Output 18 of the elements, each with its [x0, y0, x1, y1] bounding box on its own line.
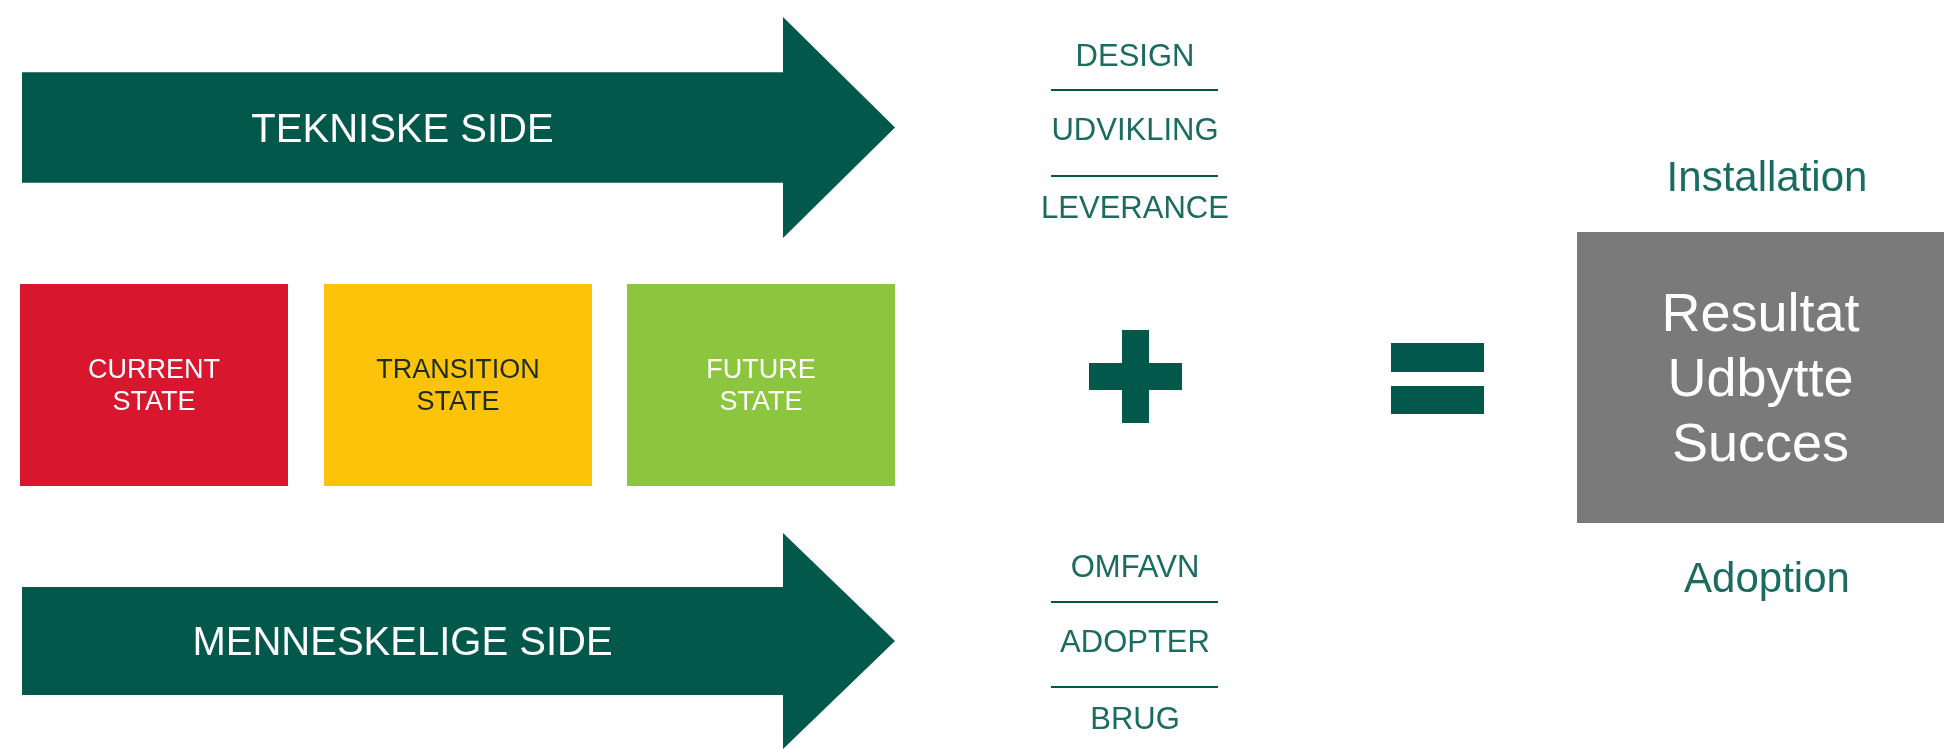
state-box	[324, 284, 592, 486]
step-label: LEVERANCE	[1041, 190, 1229, 226]
step-label: UDVIKLING	[1051, 112, 1219, 148]
state-box	[20, 284, 288, 486]
step-label: DESIGN	[1075, 38, 1195, 74]
step-label: BRUG	[1090, 701, 1180, 737]
arrow-label: MENNESKELIGE SIDE	[192, 618, 613, 664]
step-label: OMFAVN	[1070, 549, 1200, 585]
caption-text: Adoption	[1684, 554, 1850, 602]
box-label: FUTURE STATE	[705, 352, 817, 418]
box-label: TRANSITION STATE	[375, 352, 541, 418]
result-box	[1577, 232, 1944, 523]
step-label: ADOPTER	[1060, 624, 1210, 660]
caption-text: Installation	[1666, 153, 1868, 201]
result-text: Resultat Udbytte Succes	[1660, 281, 1861, 474]
state-box	[627, 284, 895, 486]
arrow-label: TEKNISKE SIDE	[251, 105, 554, 150]
box-label: CURRENT STATE	[87, 352, 221, 418]
